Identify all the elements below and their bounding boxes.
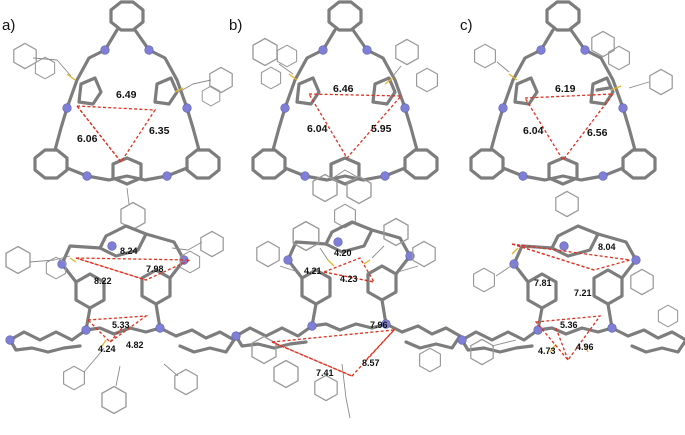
distance-label: 5.95 — [371, 123, 392, 135]
distance-label: 4.20 — [334, 248, 352, 258]
distance-label: 8.57 — [362, 358, 380, 368]
distance-label: 6.35 — [149, 125, 170, 137]
panel-label-c: c) — [460, 17, 473, 34]
distance-triangle — [75, 105, 157, 164]
distance-contacts — [271, 257, 396, 377]
distance-label: 7.41 — [316, 368, 334, 378]
distance-label: 5.36 — [560, 320, 578, 330]
panel-label-a: a) — [2, 17, 15, 34]
distance-contacts — [75, 257, 191, 343]
distance-label: 8.22 — [94, 276, 112, 286]
benzyl-substituents — [474, 30, 673, 218]
distance-label: 4.96 — [576, 342, 594, 352]
distance-label: 6.19 — [555, 83, 576, 95]
distance-label: 6.46 — [333, 83, 354, 95]
distance-label: 8.24 — [120, 246, 138, 256]
distance-label: 6.56 — [587, 127, 608, 139]
distance-label: 7.21 — [574, 288, 592, 298]
distance-contacts — [511, 243, 631, 362]
panel-c-side-view: 8.04 7.81 7.21 5.36 4.73 4.96 — [456, 224, 685, 366]
distance-label: 7.98 — [146, 264, 164, 274]
distance-label: 7.96 — [370, 320, 388, 330]
distance-label: 6.06 — [77, 133, 98, 145]
distance-label: 7.81 — [534, 278, 552, 288]
panel-b-top-view: 6.46 6.04 5.95 — [251, 0, 439, 229]
benzyl-substituents — [5, 230, 224, 415]
panel-a-side-view: 8.24 7.98 8.22 5.33 4.24 4.82 — [4, 224, 236, 415]
panel-a-top-view: 6.49 6.06 6.35 — [13, 0, 233, 231]
distance-label: 6.49 — [116, 89, 137, 101]
distance-label: 8.04 — [598, 242, 616, 252]
panel-b-side-view: 4.20 4.21 4.23 7.96 7.41 8.57 — [230, 217, 462, 419]
distance-label: 6.04 — [523, 125, 544, 137]
distance-label: 6.04 — [307, 123, 328, 135]
distance-triangle — [523, 93, 615, 162]
panel-label-b: b) — [229, 17, 242, 34]
distance-label: 4.73 — [538, 346, 556, 356]
benzyl-substituents — [470, 247, 679, 366]
benzyl-substituents — [252, 37, 438, 229]
distance-label: 4.23 — [340, 274, 358, 284]
distance-label: 4.82 — [126, 340, 144, 350]
benzyl-substituents — [251, 217, 441, 419]
panel-c-top-view: 6.19 6.04 6.56 — [469, 0, 673, 218]
distance-label: 4.21 — [304, 266, 322, 276]
distance-label: 4.24 — [98, 344, 116, 354]
benzyl-substituents — [13, 42, 233, 231]
distance-label: 5.33 — [112, 320, 130, 330]
